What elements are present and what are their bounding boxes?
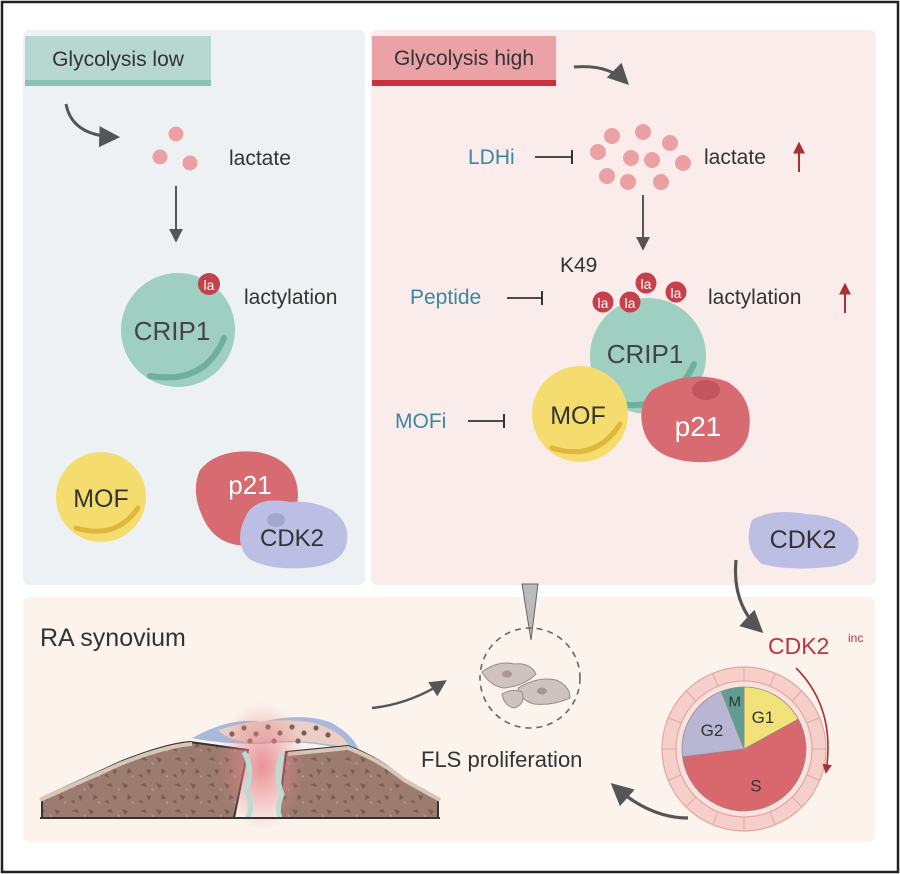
svg-text:la: la (641, 276, 652, 292)
svg-text:CDK2: CDK2 (260, 525, 324, 552)
fls-proliferation-label: FLS proliferation (421, 747, 582, 772)
cycle-label-g1: G1 (752, 708, 775, 727)
svg-text:CRIP1: CRIP1 (134, 316, 211, 346)
mofi-inhibition (468, 414, 505, 428)
ldhi-inhibition (535, 150, 573, 164)
high-mof-protein: MOF (532, 366, 628, 462)
cycle-progress-arrow (795, 667, 832, 774)
svg-text:MOF: MOF (550, 402, 606, 430)
cycle-label-g2: G2 (701, 721, 724, 740)
low-mof-protein: MOF (56, 452, 146, 542)
high-lactate-dots (590, 124, 691, 190)
high-lactylation-label: lactylation (708, 286, 801, 309)
cycle-slice-m (720, 686, 745, 750)
mofi-label: MOFi (395, 410, 446, 433)
needle-icon (521, 583, 539, 641)
svg-text:la: la (671, 285, 682, 301)
svg-text:CDK2: CDK2 (770, 526, 837, 554)
high-lactyl-marks: la la la la (592, 272, 687, 313)
cdk2-inc-label: CDK2 (768, 633, 829, 659)
svg-text:la: la (204, 277, 215, 293)
glycolysis-low-title: Glycolysis low (52, 48, 185, 71)
cycle-slice-s (682, 718, 807, 812)
svg-text:la: la (598, 295, 609, 311)
peptide-inhibition (507, 291, 543, 305)
high-lactate-label: lactate (704, 146, 766, 169)
svg-text:CRIP1: CRIP1 (607, 339, 684, 369)
low-cdk2-protein: CDK2 (240, 500, 348, 569)
cycle-label-m: M (728, 693, 741, 710)
cycle-slice-g2 (681, 690, 745, 758)
ldhi-label: LDHi (468, 146, 515, 169)
low-crip1-protein: CRIP1 (121, 273, 235, 387)
svg-text:MOF: MOF (73, 485, 129, 513)
low-lactyl-mark: la (198, 273, 220, 295)
k49-label: K49 (560, 254, 597, 277)
synovium-to-fls-arrow (371, 680, 447, 710)
fls-cells-magnifier (479, 627, 581, 729)
low-lactylation-label: lactylation (244, 286, 337, 309)
cycle-label-s: S (750, 777, 761, 796)
cycle-slice-g1 (743, 686, 799, 750)
peptide-label: Peptide (410, 286, 481, 309)
cdk2-to-cycle-arrow (733, 559, 764, 634)
high-cdk2-protein: CDK2 (748, 512, 859, 569)
glycolysis-high-header: Glycolysis high (372, 36, 556, 86)
svg-text:p21: p21 (675, 411, 722, 442)
low-lactate-label: lactate (229, 147, 291, 170)
low-input-arrow (64, 103, 121, 148)
svg-text:la: la (625, 295, 636, 311)
high-p21-protein: p21 (641, 376, 750, 463)
low-lactate-dots (152, 126, 198, 171)
cell-cycle-pie: G1S G2M (661, 666, 827, 832)
cycle-to-fls-arrow (610, 783, 689, 820)
ra-synovium-label: RA synovium (40, 624, 186, 652)
synovium-joint-illustration (39, 702, 441, 830)
svg-text:p21: p21 (228, 470, 271, 500)
glycolysis-high-title: Glycolysis high (394, 47, 534, 70)
high-input-arrow (573, 62, 629, 85)
glycolysis-low-header: Glycolysis low (25, 36, 211, 86)
inc-superscript: inc (848, 631, 863, 645)
